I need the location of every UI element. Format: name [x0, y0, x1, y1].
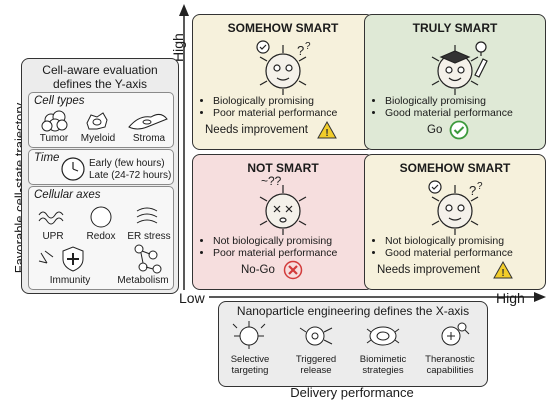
quadrant-title: TRULY SMART	[412, 21, 498, 35]
immunity-icon	[38, 246, 84, 272]
bullet: Not biologically promising	[213, 235, 337, 247]
svg-text:?: ?	[477, 181, 483, 192]
cellular-axes-icons	[38, 206, 162, 274]
time-box: Time Early (few hours) Late (24-72 hours…	[28, 149, 174, 185]
svg-text:~??: ~??	[261, 174, 282, 188]
cell-type-label: Tumor	[39, 133, 69, 144]
cell-aware-panel: Cell-aware evaluation defines the Y-axis…	[21, 58, 179, 294]
biomimetic-strategies-icon	[366, 326, 400, 346]
nanoparticle-panel: Nanoparticle engineering defines the X-a…	[218, 301, 488, 387]
quadrant-title: SOMEHOW SMART	[399, 161, 511, 175]
quadrant-somehow-smart-top: SOMEHOW SMART ? ? Biologically promising…	[192, 14, 374, 150]
status-text: No-Go	[241, 264, 275, 276]
cell-types-box: Cell types Tumor Myeloid Stroma	[28, 92, 174, 148]
thinking-virus-icon: ? ?	[428, 180, 483, 235]
status-text: Needs improvement	[377, 264, 480, 276]
check-circle-icon	[449, 120, 469, 140]
cell-type-label: Myeloid	[80, 133, 116, 144]
axis-item-label: Immunity	[49, 275, 91, 286]
smart-virus-icon	[431, 41, 488, 95]
svg-text:?: ?	[305, 41, 311, 52]
svg-text:?: ?	[469, 183, 476, 198]
stroma-cell-icon	[128, 113, 168, 130]
x-axis-item-label: Biomimetic strategies	[359, 354, 407, 376]
thinking-virus-icon: ? ?	[256, 40, 311, 95]
quadrant-bullets: Not biologically promising Poor material…	[199, 235, 337, 259]
clock-icon	[61, 157, 85, 181]
svg-text:!: !	[501, 268, 504, 279]
bullet: Good material performance	[385, 247, 513, 259]
axis-item-label: UPR	[42, 231, 64, 242]
selective-targeting-icon	[232, 321, 266, 349]
quadrant-bullets: Biologically promising Poor material per…	[199, 95, 337, 119]
bullet: Poor material performance	[213, 107, 337, 119]
nanoparticle-icons	[232, 321, 470, 349]
bullet: Good material performance	[385, 107, 513, 119]
axis-item-label: ER stress	[127, 231, 171, 242]
x-axis-item-label: Triggered release	[295, 354, 337, 376]
redox-icon	[90, 206, 112, 228]
cell-type-label: Stroma	[132, 133, 166, 144]
cell-types-heading: Cell types	[34, 95, 85, 107]
myeloid-cell-icon	[86, 112, 108, 130]
cell-aware-panel-title: Cell-aware evaluation defines the Y-axis	[42, 63, 158, 91]
status-text: Needs improvement	[205, 124, 308, 136]
time-late: Late (24-72 hours)	[89, 170, 172, 181]
warning-icon: !	[493, 260, 513, 279]
upr-icon	[38, 211, 64, 225]
cellular-axes-box: Cellular axes UPR Redox ER stress	[28, 186, 174, 290]
cellular-axes-heading: Cellular axes	[34, 189, 101, 201]
axis-item-label: Redox	[86, 231, 116, 242]
quadrant-somehow-smart-bottom: SOMEHOW SMART ? ? Not biologically promi…	[364, 154, 546, 290]
time-heading: Time	[34, 152, 60, 164]
svg-text:?: ?	[297, 43, 304, 58]
x-axis-high-label: High	[496, 290, 525, 306]
quadrant-title: NOT SMART	[247, 161, 319, 175]
x-axis-low-label: Low	[179, 290, 205, 306]
bullet: Biologically promising	[385, 95, 513, 107]
theranostic-capabilities-icon	[441, 322, 470, 346]
quadrant-title: SOMEHOW SMART	[227, 21, 339, 35]
status-text: Go	[427, 124, 443, 136]
metabolism-icon	[134, 244, 162, 274]
axis-item-label: Metabolism	[117, 275, 169, 286]
svg-text:!: !	[325, 128, 328, 139]
quadrant-truly-smart: TRULY SMART Biologically promising Good …	[364, 14, 546, 150]
triggered-release-icon	[299, 326, 333, 346]
quadrant-bullets: Not biologically promising Good material…	[371, 235, 513, 259]
warning-icon: !	[317, 120, 337, 139]
x-axis-label: Delivery performance	[290, 385, 414, 400]
cell-types-icons	[41, 110, 168, 132]
quadrant-not-smart: NOT SMART ~?? Not biologically promising…	[192, 154, 374, 290]
x-circle-icon	[283, 260, 303, 280]
er-stress-icon	[136, 207, 158, 224]
time-early: Early (few hours)	[89, 158, 165, 169]
bullet: Biologically promising	[213, 95, 337, 107]
tumor-cell-icon	[41, 110, 68, 132]
bullet: Not biologically promising	[385, 235, 513, 247]
nanoparticle-panel-title: Nanoparticle engineering defines the X-a…	[236, 304, 470, 318]
bullet: Poor material performance	[213, 247, 337, 259]
x-axis-item-label: Theranostic capabilities	[425, 354, 475, 376]
confused-virus-icon: ~??	[259, 174, 307, 235]
x-axis-item-label: Selective targeting	[230, 354, 270, 376]
quadrant-bullets: Biologically promising Good material per…	[371, 95, 513, 119]
